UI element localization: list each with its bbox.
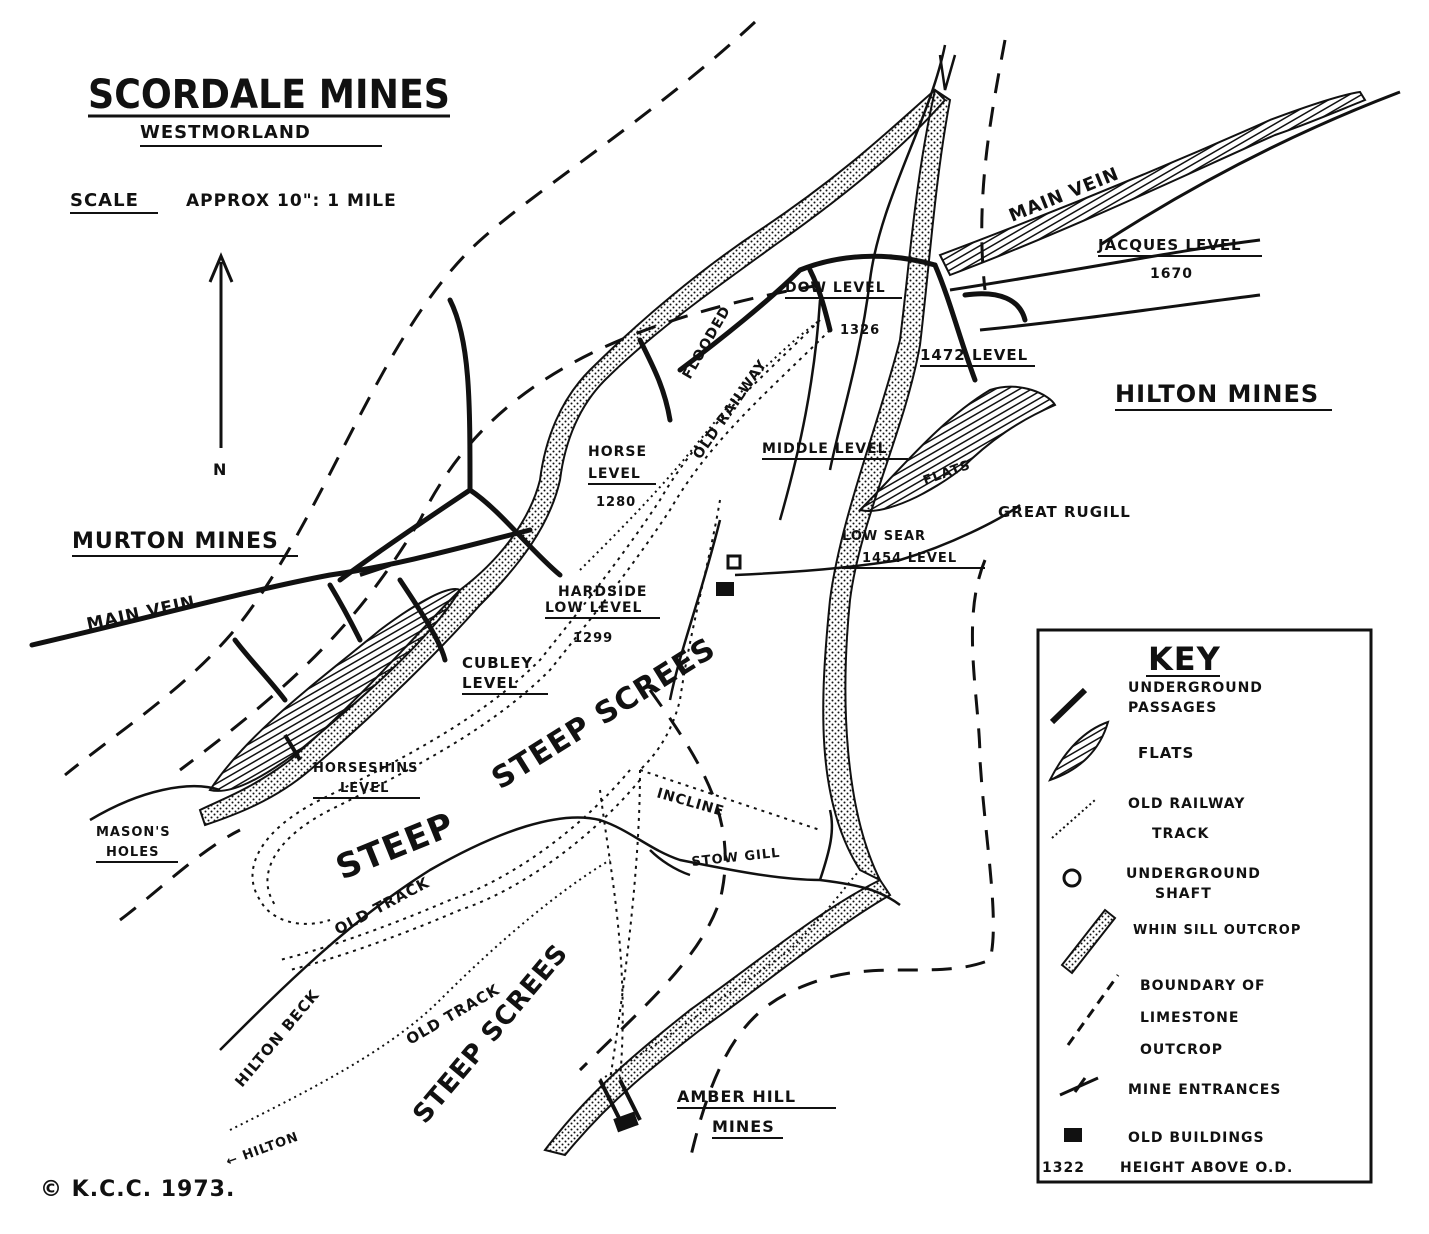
hilton-mines-label: HILTON MINES xyxy=(1115,380,1319,408)
amber-hill-line1: AMBER HILL xyxy=(677,1087,796,1106)
horse-level-line2: LEVEL xyxy=(588,466,641,482)
key-item-height: HEIGHT ABOVE O.D. xyxy=(1120,1160,1293,1176)
key-border xyxy=(1036,628,1373,1184)
to-hilton-label: ← HILTON xyxy=(224,1130,301,1170)
middle-level-label: MIDDLE LEVEL xyxy=(762,441,888,457)
map-key: KEY UNDERGROUND PASSAGES FLATS OLD RAILW… xyxy=(1036,628,1373,1184)
dow-height: 1326 xyxy=(840,323,880,338)
key-item-passages-line2: PASSAGES xyxy=(1128,700,1217,716)
low-level-line1: LOW SEAR xyxy=(842,529,926,544)
old-building-3 xyxy=(613,1111,639,1133)
flats-icon xyxy=(1048,720,1110,782)
hardside-height: 1299 xyxy=(573,631,613,646)
old-building-1 xyxy=(716,582,734,596)
old-railway-label: OLD RAILWAY xyxy=(690,357,770,462)
key-item-flats: FLATS xyxy=(1138,744,1194,762)
cubley-line2: LEVEL xyxy=(462,674,518,692)
horseshins-line1: HORSESHINS xyxy=(313,761,419,776)
north-arrow: N xyxy=(208,252,234,479)
north-label: N xyxy=(213,460,227,479)
key-item-shaft-line2: SHAFT xyxy=(1155,886,1212,902)
key-item-shaft-line1: UNDERGROUND xyxy=(1126,866,1261,882)
stow-gill-label: STOW GILL xyxy=(691,846,781,870)
key-item-buildings: OLD BUILDINGS xyxy=(1128,1130,1265,1146)
horseshins-line2: LEVEL xyxy=(340,781,389,796)
map-subtitle: WESTMORLAND xyxy=(140,122,311,143)
horse-height: 1280 xyxy=(596,495,636,510)
copyright-label: © K.C.C. 1973. xyxy=(40,1177,235,1202)
hilton-beck-label: HILTON BECK xyxy=(231,986,323,1091)
streams xyxy=(89,44,1021,1051)
cubley-line1: CUBLEY xyxy=(462,654,533,672)
hardside-line1: HARDSIDE xyxy=(558,584,647,600)
main-vein-west-label: MAIN VEIN xyxy=(85,592,198,635)
mine-entrance-icon xyxy=(1059,1076,1099,1097)
scale-label: SCALE xyxy=(70,190,139,211)
main-vein-east xyxy=(938,90,1401,332)
key-item-boundary-line1: BOUNDARY OF xyxy=(1140,978,1266,994)
key-item-railway-line2: TRACK xyxy=(1152,826,1209,842)
key-item-boundary-line3: OUTCROP xyxy=(1140,1042,1223,1058)
key-item-whin-sill: WHIN SILL OUTCROP xyxy=(1133,923,1301,938)
low-level-line2: 1454 LEVEL xyxy=(862,551,957,566)
key-heading: KEY xyxy=(1148,640,1221,678)
horse-level-line1: HORSE xyxy=(588,444,647,460)
limestone-boundary-icon xyxy=(1066,974,1120,1046)
old-building-2 xyxy=(726,554,742,570)
underground-passage-icon xyxy=(1049,687,1088,725)
underground-passages xyxy=(29,253,1028,703)
masons-line1: MASON'S xyxy=(96,825,171,840)
dow-level-label: DOW LEVEL xyxy=(785,280,886,296)
masons-line2: HOLES xyxy=(106,845,159,860)
shaft-icon xyxy=(1062,868,1082,888)
great-rugill-label: GREAT RUGILL xyxy=(998,503,1131,521)
old-railway xyxy=(229,319,861,1131)
flats xyxy=(208,385,1057,792)
level-1472-label: 1472 LEVEL xyxy=(920,346,1028,364)
key-item-entrances: MINE ENTRANCES xyxy=(1128,1082,1281,1098)
hardside-line2: LOW LEVEL xyxy=(545,600,642,616)
flooded-label: FLOODED xyxy=(680,303,735,382)
steep-screes-label-2: STEEP xyxy=(330,805,460,889)
murton-mines-label: MURTON MINES xyxy=(72,529,279,554)
amber-hill-line2: MINES xyxy=(712,1117,775,1136)
whin-sill-outcrops xyxy=(198,88,952,1157)
key-item-height-prefix: 1322 xyxy=(1042,1160,1085,1176)
whin-sill-icon xyxy=(1060,908,1117,975)
key-item-railway-line1: OLD RAILWAY xyxy=(1128,796,1245,812)
key-item-passages-line1: UNDERGROUND xyxy=(1128,680,1263,696)
building-icon xyxy=(1064,1128,1082,1142)
mine-entrances xyxy=(283,563,642,1121)
incline-label: INCLINE xyxy=(655,785,726,820)
jacques-height: 1670 xyxy=(1150,266,1193,282)
scale-value: APPROX 10": 1 MILE xyxy=(186,191,397,211)
key-item-boundary-line2: LIMESTONE xyxy=(1140,1010,1239,1026)
jacques-level-label: JACQUES LEVEL xyxy=(1097,236,1242,254)
map-title: SCORDALE MINES xyxy=(88,72,450,118)
